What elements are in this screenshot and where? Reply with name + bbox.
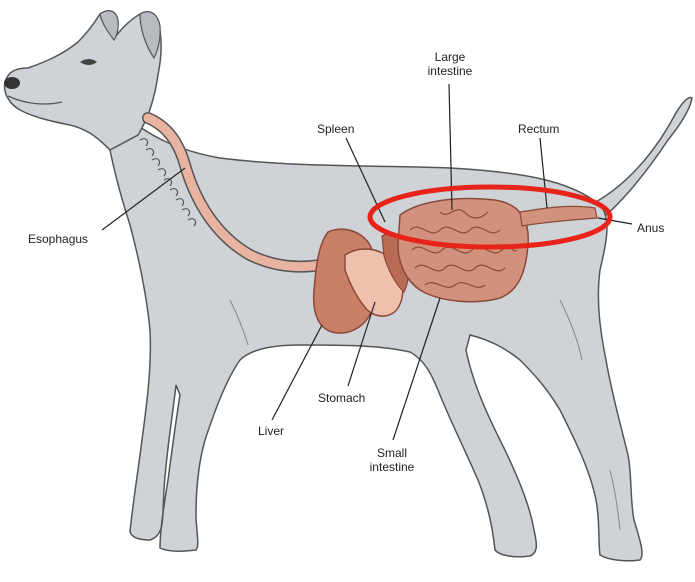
dog-tail xyxy=(589,96,693,224)
label-esophagus: Esophagus xyxy=(28,232,89,246)
label-stomach: Stomach xyxy=(318,391,366,405)
dog-ear xyxy=(139,11,161,60)
dog-nose xyxy=(4,77,20,89)
leader-anus xyxy=(597,217,633,225)
leader-liver xyxy=(271,324,323,421)
leader-rectum xyxy=(539,137,548,209)
highlight-ellipse xyxy=(367,184,613,250)
dog-mouth xyxy=(7,95,63,105)
leader-esophagus xyxy=(101,167,186,231)
trachea-rings xyxy=(139,138,197,227)
label-anus: Anus xyxy=(637,221,665,235)
esophagus-organ-fill xyxy=(143,113,350,272)
intestine-organ xyxy=(397,197,529,303)
label-rectum: Rectum xyxy=(518,122,560,136)
leader-stomach xyxy=(347,301,376,387)
leader-small-intestine xyxy=(392,297,441,441)
label-line: intestine xyxy=(369,460,415,474)
label-line: intestine xyxy=(427,64,473,78)
dog-ear xyxy=(99,10,119,42)
label-line: Large xyxy=(434,50,466,64)
label-liver: Liver xyxy=(258,424,285,438)
body-shading xyxy=(229,299,621,531)
dog-eye xyxy=(80,59,97,65)
label-line: Small xyxy=(376,446,407,460)
rectum-organ xyxy=(519,205,598,227)
label-large-intestine: Large intestine xyxy=(421,50,479,78)
label-small-intestine: Small intestine xyxy=(362,446,422,474)
dog-head xyxy=(3,11,162,151)
label-spleen: Spleen xyxy=(317,122,355,136)
